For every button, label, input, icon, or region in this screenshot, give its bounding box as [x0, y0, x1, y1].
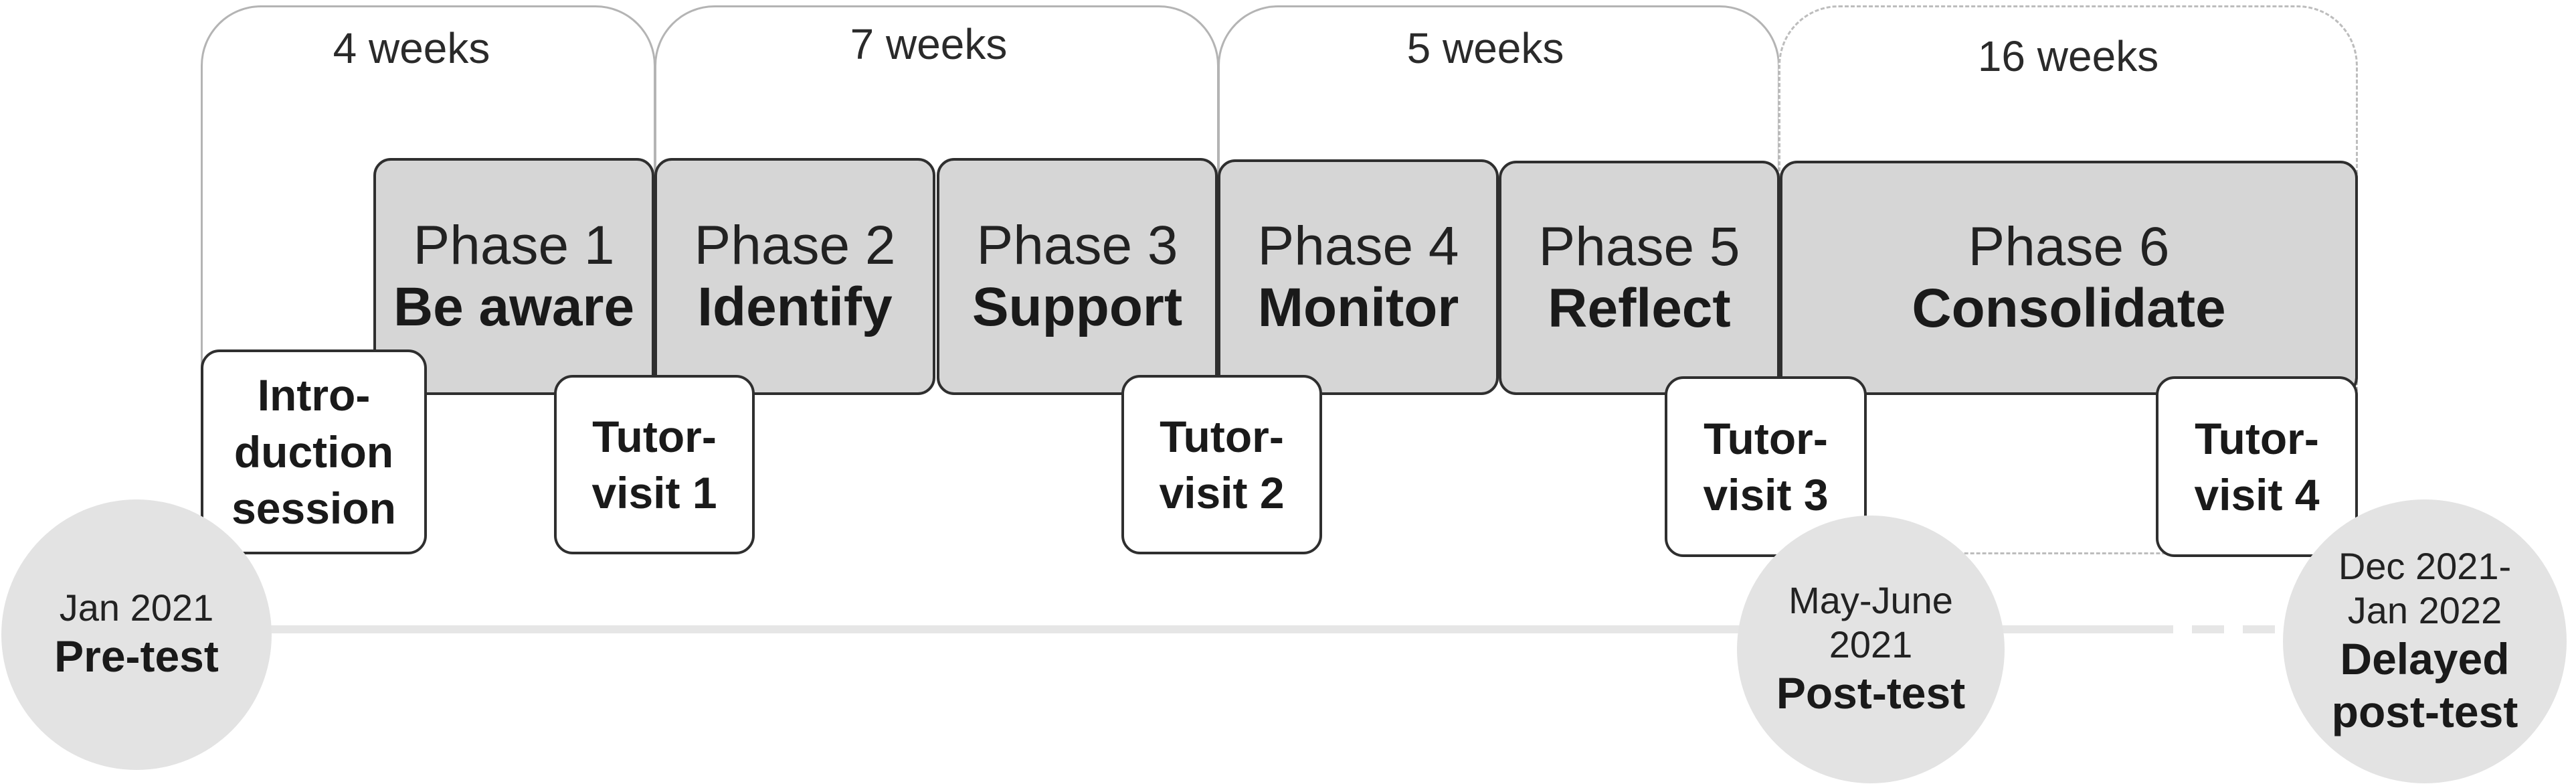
- timeline-dash-3: [2243, 625, 2275, 633]
- phase-4-name: Monitor: [1257, 277, 1459, 338]
- timeline-dash-2: [2192, 625, 2224, 633]
- phase-5-name: Reflect: [1548, 278, 1731, 339]
- timeline-dash-1: [2141, 625, 2173, 633]
- tutor-visit-1-box: Tutor- visit 1: [554, 375, 755, 554]
- post-test-circle: May-June 2021 Post-test: [1737, 516, 2005, 783]
- phase-3-number: Phase 3: [976, 215, 1178, 277]
- phase-6-name: Consolidate: [1912, 278, 2226, 339]
- phase-5-box: Phase 5 Reflect: [1499, 161, 1780, 395]
- phase-6-number: Phase 6: [1968, 216, 2170, 278]
- phase-1-number: Phase 1: [413, 215, 615, 277]
- phase-2-number: Phase 2: [694, 215, 896, 277]
- pre-test-label: Pre-test: [54, 631, 219, 682]
- delayed-post-test-label: Delayed post-test: [2331, 633, 2518, 737]
- phase-1-name: Be aware: [393, 277, 635, 337]
- tutor-visit-4-box: Tutor- visit 4: [2156, 376, 2358, 557]
- duration-label-4: 16 weeks: [1977, 32, 2159, 80]
- duration-label-3: 5 weeks: [1406, 24, 1564, 72]
- duration-label-1: 4 weeks: [333, 24, 490, 72]
- delayed-post-test-date: Dec 2021- Jan 2022: [2338, 544, 2512, 631]
- duration-label-2: 7 weeks: [850, 20, 1008, 68]
- phase-6-box: Phase 6 Consolidate: [1780, 161, 2358, 395]
- post-test-date: May-June 2021: [1788, 579, 1953, 666]
- tutor-visit-2-box: Tutor- visit 2: [1121, 375, 1322, 554]
- phase-5-number: Phase 5: [1538, 216, 1740, 278]
- delayed-post-test-circle: Dec 2021- Jan 2022 Delayed post-test: [2283, 499, 2567, 783]
- phase-2-name: Identify: [697, 277, 893, 337]
- pre-test-circle: Jan 2021 Pre-test: [1, 499, 272, 770]
- timeline-line: [201, 625, 2141, 633]
- post-test-label: Post-test: [1776, 668, 1966, 718]
- phase-4-box: Phase 4 Monitor: [1218, 159, 1499, 395]
- phase-2-box: Phase 2 Identify: [654, 158, 935, 395]
- phase-3-box: Phase 3 Support: [937, 158, 1218, 395]
- phase-3-name: Support: [972, 277, 1183, 337]
- pre-test-date: Jan 2021: [59, 586, 214, 629]
- introduction-session-box: Intro- duction session: [201, 349, 427, 554]
- phase-4-number: Phase 4: [1257, 216, 1459, 277]
